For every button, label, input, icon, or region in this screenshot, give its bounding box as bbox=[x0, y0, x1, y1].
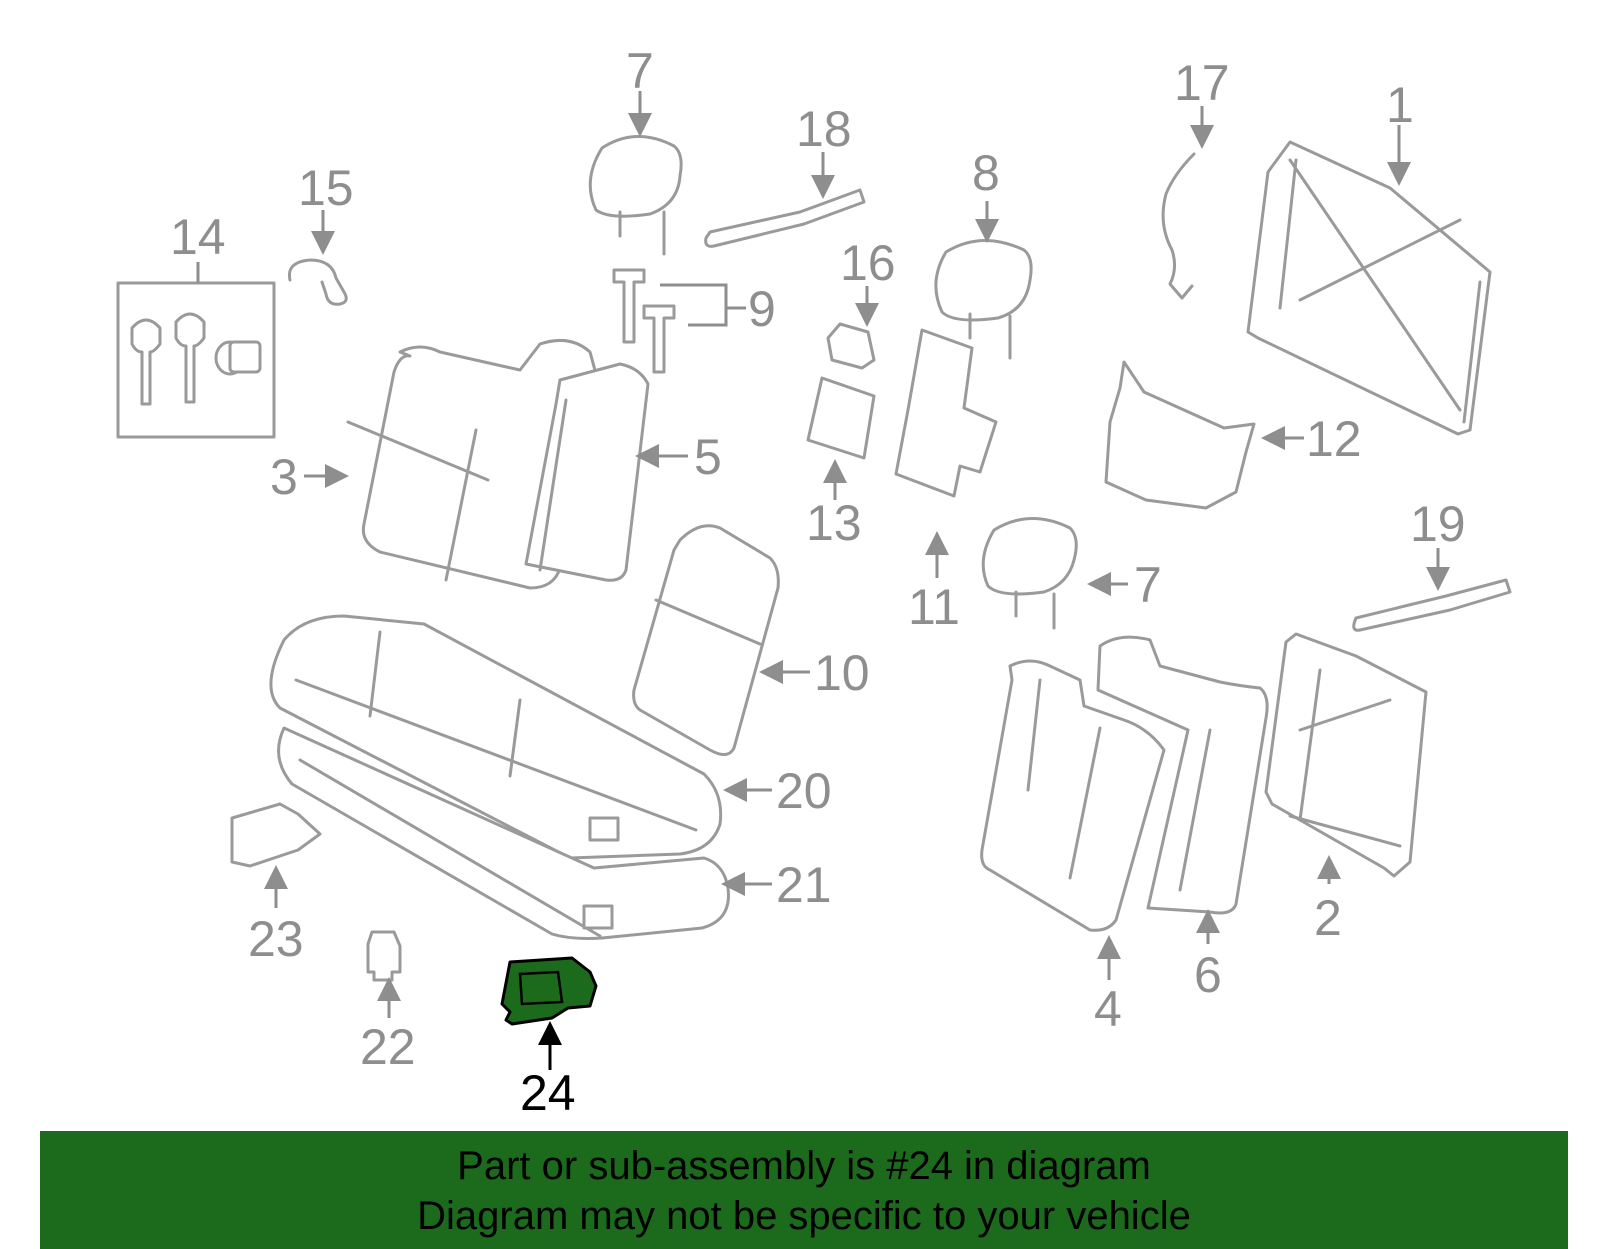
part-18-cable bbox=[704, 188, 866, 248]
part-5-seatback bbox=[524, 362, 650, 582]
callout-11: 11 bbox=[908, 579, 960, 635]
callout-21: 21 bbox=[776, 857, 832, 913]
callout-20: 20 bbox=[776, 763, 832, 819]
callout-19: 19 bbox=[1410, 496, 1466, 552]
part-16 bbox=[826, 322, 876, 370]
part-4-seatback bbox=[980, 659, 1166, 932]
callout-15: 15 bbox=[298, 160, 354, 216]
part-11-bracket bbox=[894, 328, 998, 498]
part-2-frame bbox=[1264, 632, 1428, 878]
callout-12: 12 bbox=[1306, 411, 1362, 467]
callout-4: 4 bbox=[1094, 981, 1122, 1037]
callout-6: 6 bbox=[1194, 947, 1222, 1003]
callout-14: 14 bbox=[170, 209, 226, 265]
callout-18: 18 bbox=[796, 101, 852, 157]
callout-3: 3 bbox=[270, 449, 298, 505]
callout-5: 5 bbox=[694, 429, 722, 485]
part-13 bbox=[806, 376, 876, 460]
part-19-cable bbox=[1352, 578, 1512, 632]
callout-24: 24 bbox=[520, 1065, 576, 1121]
part-1-frame bbox=[1246, 140, 1492, 436]
callout-7-upper: 7 bbox=[626, 43, 654, 99]
part-9-headrest-guides bbox=[612, 268, 676, 374]
callout-2: 2 bbox=[1314, 890, 1342, 946]
part-21-cushion bbox=[277, 726, 730, 940]
callout-22: 22 bbox=[360, 1019, 416, 1075]
callout-8: 8 bbox=[972, 145, 1000, 201]
part-8-headrest bbox=[934, 239, 1033, 360]
part-17-harness bbox=[1161, 152, 1196, 300]
callout-7-lower: 7 bbox=[1134, 557, 1162, 613]
callout-23: 23 bbox=[248, 911, 304, 967]
part-10-armrest bbox=[632, 524, 780, 756]
part-22 bbox=[366, 930, 402, 982]
part-14-key-set bbox=[116, 281, 276, 439]
callout-9: 9 bbox=[748, 281, 776, 337]
part-7-headrest-upper bbox=[588, 135, 683, 256]
callout-16: 16 bbox=[840, 235, 896, 291]
banner-line-2: Diagram may not be specific to your vehi… bbox=[417, 1194, 1191, 1238]
part-24-highlighted bbox=[500, 956, 598, 1026]
part-20-cushion bbox=[269, 614, 723, 860]
notice-banner: Part or sub-assembly is #24 in diagram D… bbox=[40, 1131, 1568, 1249]
part-7-headrest-lower bbox=[981, 517, 1078, 630]
callout-1: 1 bbox=[1386, 77, 1414, 133]
callout-17: 17 bbox=[1174, 55, 1230, 111]
callout-10: 10 bbox=[814, 645, 870, 701]
banner-line-1: Part or sub-assembly is #24 in diagram bbox=[457, 1144, 1151, 1188]
part-6-seatback bbox=[1096, 635, 1269, 915]
callout-13: 13 bbox=[806, 495, 862, 551]
part-15-clip bbox=[287, 258, 348, 306]
part-12-bracket bbox=[1104, 360, 1256, 510]
part-23 bbox=[230, 802, 322, 868]
